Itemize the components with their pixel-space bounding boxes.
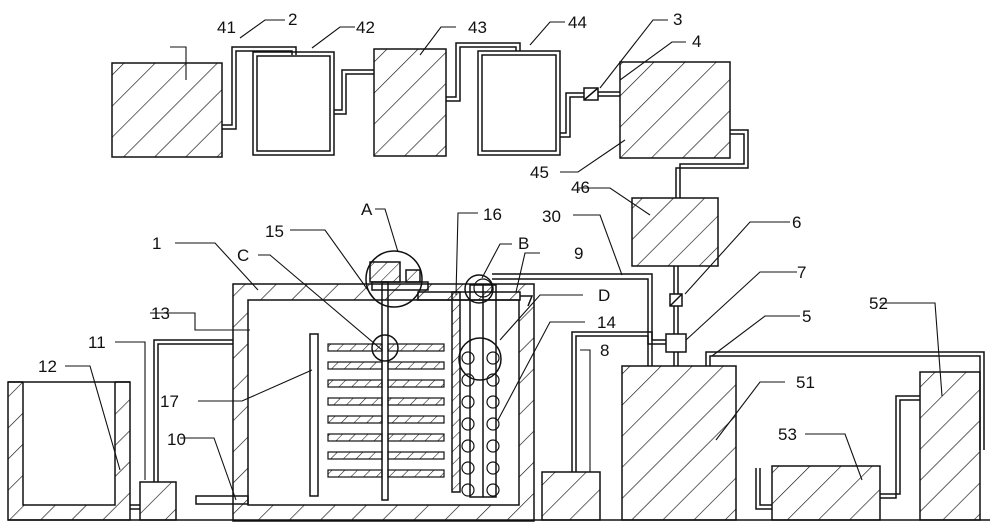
box-42-inner bbox=[256, 55, 331, 152]
box-44-outer bbox=[477, 50, 561, 156]
rack-16 bbox=[451, 291, 461, 493]
label-43: 43 bbox=[468, 18, 487, 37]
spout-9 bbox=[520, 295, 534, 307]
label-15: 15 bbox=[265, 222, 284, 241]
label-B: B bbox=[518, 234, 529, 253]
stirring-blades bbox=[327, 343, 445, 478]
box-4 bbox=[619, 61, 731, 159]
label-44: 44 bbox=[568, 13, 587, 32]
pipe-11-12 bbox=[130, 504, 140, 510]
pipe-11-13 bbox=[153, 339, 233, 482]
pipe-44-3 bbox=[560, 92, 584, 138]
label-6: 6 bbox=[792, 213, 801, 232]
label-14: 14 bbox=[597, 313, 616, 332]
label-2: 2 bbox=[288, 10, 297, 29]
pipe-30 bbox=[492, 273, 666, 345]
valve-6 bbox=[669, 293, 683, 307]
detail-C bbox=[371, 334, 399, 362]
label-3: 3 bbox=[673, 10, 682, 29]
label-13: 13 bbox=[151, 304, 170, 323]
label-30: 30 bbox=[542, 207, 561, 226]
pipe-42-43 bbox=[334, 69, 374, 115]
pipe-53-left bbox=[755, 468, 772, 510]
label-46: 46 bbox=[571, 178, 590, 197]
label-C: C bbox=[237, 246, 249, 265]
pipe-7-5 bbox=[673, 352, 679, 366]
label-8: 8 bbox=[600, 341, 609, 360]
label-52: 52 bbox=[869, 294, 888, 313]
pipe-10 bbox=[195, 495, 249, 505]
pipe-6-7 bbox=[673, 306, 679, 334]
box-53 bbox=[771, 465, 881, 521]
label-51: 51 bbox=[796, 373, 815, 392]
pipe-43-44 bbox=[446, 42, 521, 102]
pipe-3-4 bbox=[598, 91, 620, 97]
label-5: 5 bbox=[802, 307, 811, 326]
box-46 bbox=[631, 197, 719, 267]
box-11 bbox=[139, 481, 177, 521]
label-53: 53 bbox=[778, 425, 797, 444]
label-16: 16 bbox=[483, 205, 502, 224]
pipe-52-53 bbox=[880, 395, 920, 499]
label-42: 42 bbox=[356, 18, 375, 37]
detail-B bbox=[464, 274, 494, 304]
label-45: 45 bbox=[530, 163, 549, 182]
pipe-2 bbox=[222, 46, 297, 130]
box-52 bbox=[919, 371, 981, 521]
label-D: D bbox=[598, 286, 610, 305]
pipe-8-5 bbox=[571, 331, 653, 472]
label-4: 4 bbox=[692, 32, 701, 51]
detail-A bbox=[365, 250, 423, 308]
leader-lines bbox=[65, 19, 943, 501]
box-42-outer bbox=[252, 51, 335, 156]
label-11: 11 bbox=[88, 333, 106, 352]
box-44-inner bbox=[481, 54, 557, 152]
tank-5 bbox=[621, 365, 737, 521]
label-10: 10 bbox=[167, 430, 186, 449]
valve-3 bbox=[583, 87, 599, 101]
shaft-15 bbox=[381, 281, 389, 501]
motor-A bbox=[369, 261, 429, 291]
label-A: A bbox=[361, 200, 373, 219]
top-bar-9 bbox=[417, 291, 521, 301]
label-7: 7 bbox=[797, 263, 806, 282]
label-41: 41 bbox=[217, 18, 236, 37]
label-1: 1 bbox=[152, 234, 161, 253]
label-12: 12 bbox=[38, 357, 57, 376]
box-41 bbox=[111, 62, 223, 158]
detail-D bbox=[458, 337, 502, 381]
connector-7 bbox=[665, 333, 687, 353]
tank-12-wall bbox=[7, 381, 131, 521]
box-8 bbox=[541, 471, 601, 521]
label-9: 9 bbox=[574, 244, 583, 263]
plate-17 bbox=[309, 333, 319, 497]
rollers bbox=[461, 278, 500, 497]
pipe-46-7 bbox=[673, 266, 679, 294]
labels: 41 2 42 43 44 3 4 45 46 16 30 6 A 15 B 1… bbox=[38, 10, 888, 449]
label-17: 17 bbox=[160, 392, 179, 411]
pipe-4-46 bbox=[675, 129, 749, 198]
box-43 bbox=[373, 48, 447, 157]
